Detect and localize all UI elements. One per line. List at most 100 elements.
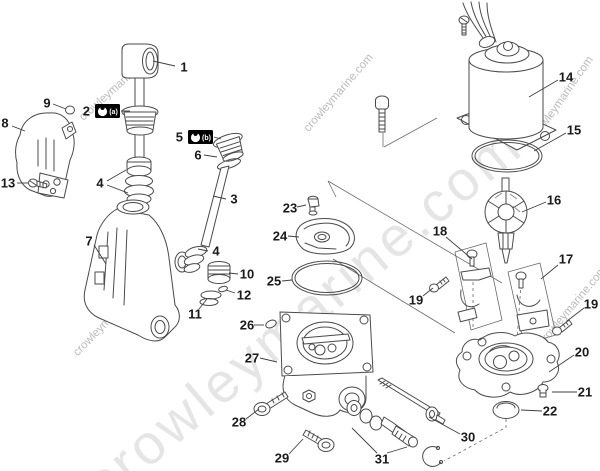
callout-leader-line (422, 287, 434, 297)
callout-leader-line (548, 354, 575, 373)
callout-label: 1 (180, 60, 187, 75)
end-frame-cap (492, 401, 520, 419)
callout-leader-line (106, 184, 129, 194)
motor-wires (462, 1, 497, 48)
callout-label: 24 (273, 229, 288, 244)
callout-leader-line (287, 235, 300, 238)
brush-holder-box (507, 262, 557, 345)
callout-leader-line (106, 169, 127, 182)
callout-label: 30 (461, 430, 475, 445)
callout-leader-line (11, 125, 26, 132)
bracket-screw (28, 178, 48, 189)
callout-leader-line (351, 427, 378, 454)
pump-cover-o-ring (291, 260, 363, 296)
callout-leader-line (288, 438, 304, 455)
callout-label: 5 (176, 130, 183, 145)
special-tool-badge: 5 (b) (176, 130, 222, 145)
trim-rod-seal-stack (124, 156, 154, 205)
callout-label: 23 (283, 201, 297, 216)
valve-assembly (346, 400, 444, 467)
callout-label: 22 (543, 404, 557, 419)
end-frame-screw (537, 384, 549, 398)
valve-push-rod (377, 377, 446, 425)
pump-body-reservoir (279, 311, 374, 417)
callout-label: 18 (433, 224, 447, 239)
callout-label: 27 (245, 351, 259, 366)
air-vent-fitting (307, 195, 320, 216)
brush-screw-left (429, 276, 450, 293)
tilt-rod (183, 165, 230, 273)
tilt-rod-o-ring (217, 158, 241, 170)
callout-leader-line (521, 201, 547, 213)
callout-leader-line (245, 408, 260, 420)
badge-layer: 2 (a) 5 (b) (83, 104, 222, 145)
callout-leader-line (228, 272, 239, 275)
callout-leader-line (213, 136, 222, 140)
callout-label: 4 (212, 244, 220, 259)
callout-leader-line (152, 60, 176, 67)
callout-label: 8 (1, 116, 8, 131)
callout-leader-line (540, 264, 559, 280)
bracket-cover (15, 112, 77, 199)
callout-leader-line (198, 298, 208, 310)
callout-label: 6 (194, 148, 201, 163)
small-o-ring (265, 319, 277, 329)
wrench-tool-icon-notch (193, 131, 198, 136)
callout-leader-line (203, 154, 218, 158)
callout-label: 29 (275, 451, 289, 466)
pump-screw-upper (253, 391, 289, 416)
trim-rod-screw-cap (121, 105, 159, 136)
callout-leader-line (296, 204, 307, 208)
piston-assembly (199, 261, 231, 306)
callout-label: 13 (1, 176, 15, 191)
callout-label: 25 (267, 274, 281, 289)
callout-leader-line (281, 279, 293, 282)
callout-leader-line (428, 416, 461, 435)
special-tool-badge: 2 (a) (83, 104, 130, 119)
cylinder-body (83, 199, 190, 342)
callout-label: 12 (237, 288, 251, 303)
brush-screw-right (552, 319, 573, 336)
tool-badge-suffix: (b) (202, 135, 211, 142)
callout-label: 26 (240, 318, 254, 333)
callout-label: 17 (559, 252, 573, 267)
callout-leader-line (259, 357, 278, 363)
callout-leader-line (528, 79, 559, 98)
motor-base-o-ring (471, 139, 543, 173)
callout-label: 28 (232, 415, 246, 430)
callout-leader-line (566, 307, 585, 322)
wrench-tool-icon-notch (100, 105, 105, 111)
callout-label: 16 (547, 193, 561, 208)
wrench-tool-icon (190, 132, 201, 143)
callout-leader-line (445, 236, 473, 260)
motor-end-frame (455, 332, 560, 398)
tool-badge-suffix: (a) (109, 109, 118, 116)
callout-label: 15 (567, 123, 581, 138)
callout-leader-line (93, 244, 107, 265)
callout-label: 7 (85, 234, 92, 249)
callout-label: 9 (43, 96, 50, 111)
callout-label: 20 (575, 345, 589, 360)
motor-mount-bolt (375, 95, 389, 133)
callout-label: 2 (83, 104, 90, 119)
grommet (65, 105, 75, 115)
wrench-tool-icon (97, 106, 108, 117)
callout-leader-line (212, 195, 227, 200)
callout-label: 11 (188, 307, 202, 322)
callout-leader-line (520, 409, 543, 412)
callout-leader-line (386, 446, 408, 454)
trim-rod-end-cap (121, 43, 159, 79)
callout-label: 31 (375, 452, 389, 467)
armature (484, 177, 528, 264)
wire-clamp-screw (458, 15, 470, 36)
callout-leader-line (52, 103, 67, 110)
callout-leader-line (533, 132, 567, 152)
callout-label: 4 (96, 176, 104, 191)
callout-label: 10 (240, 267, 254, 282)
callout-label: 19 (584, 297, 598, 312)
brush-kit-box (454, 242, 503, 331)
callout-leader-line (197, 248, 209, 252)
